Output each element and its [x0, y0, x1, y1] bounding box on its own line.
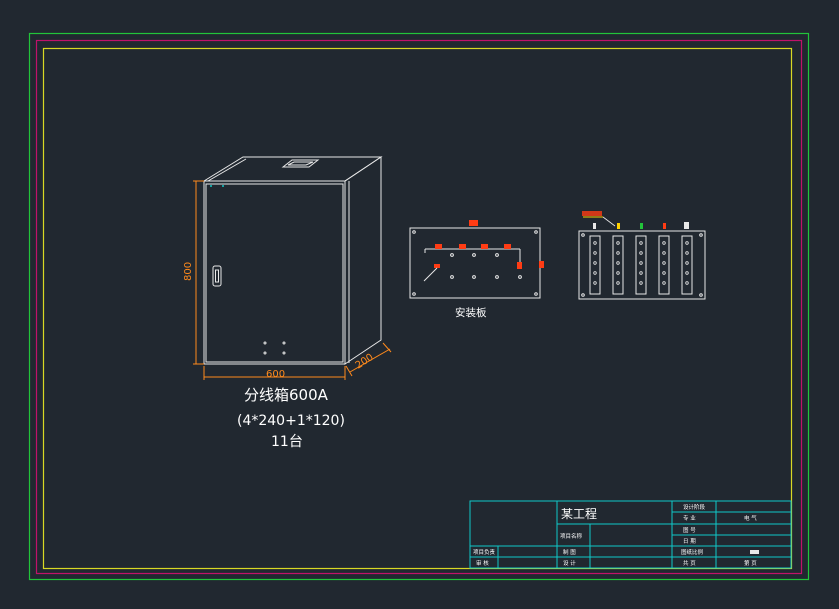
cabinet-caption-name: 分线箱600A: [244, 386, 329, 404]
cabinet-width-dimension: 600: [266, 369, 285, 380]
frame-middle: [35, 39, 803, 575]
frame-inner: [42, 47, 793, 570]
busbar-bolt-holes: [593, 241, 689, 285]
cabinet-height-dimension: 800: [183, 262, 194, 281]
drawing-number-label: 图 号: [683, 526, 696, 534]
project-lead-label: 项目负责: [473, 548, 496, 556]
discipline-label: 专 业: [683, 514, 696, 522]
review-label: 审 核: [476, 559, 489, 567]
design-stage-label: 设计阶段: [683, 503, 706, 511]
scale-label: 图纸比例: [681, 548, 704, 556]
mounting-plate-drawing: [409, 220, 544, 299]
page-number-value: 第 页: [744, 559, 757, 567]
cabinet-drawing: [193, 156, 392, 380]
scale-value-mark: [750, 550, 759, 554]
total-pages-label: 共 页: [683, 559, 696, 567]
date-label: 日 期: [683, 538, 696, 545]
frame-outer: [28, 32, 810, 581]
cabinet-caption-quantity: 11台: [271, 434, 303, 450]
project-title: 某工程: [561, 506, 597, 521]
busbar-panel-drawing: [578, 211, 706, 300]
project-name-label: 项目名称: [560, 532, 583, 540]
title-block: [469, 500, 792, 569]
cabinet-depth-dimension: 200: [354, 352, 376, 372]
mounting-plate-caption: 安装板: [455, 306, 487, 319]
discipline-value: 电 气: [744, 514, 757, 522]
cabinet-caption-spec: (4*240+1*120): [237, 413, 345, 429]
drafting-label: 制 图: [563, 548, 576, 556]
design-label: 设 计: [563, 559, 576, 567]
